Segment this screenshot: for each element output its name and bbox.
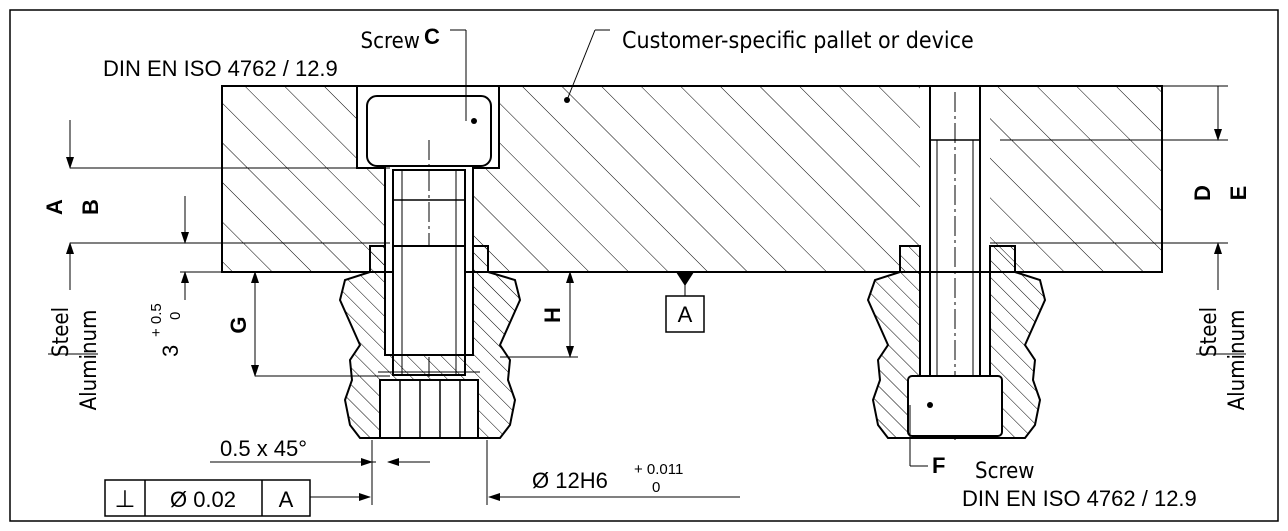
bore-upper-tol: + 0.011 xyxy=(634,461,683,478)
drawing-frame xyxy=(9,9,1279,522)
screw-f-letter: F xyxy=(932,453,945,478)
screw-c-word: Screw xyxy=(361,29,420,54)
tolerance-value: Ø 0.02 xyxy=(170,487,236,512)
perpendicularity-symbol: ⊥ xyxy=(115,486,136,513)
datum-triangle xyxy=(676,272,694,286)
bore-diameter: Ø 12H6 xyxy=(532,468,608,493)
datum-box xyxy=(665,295,705,333)
dim-a: A xyxy=(42,199,67,215)
screw-f-standard: DIN EN ISO 4762 / 12.9 xyxy=(962,486,1197,511)
bore-lower-tol: 0 xyxy=(652,479,660,496)
material-left-top: Steel xyxy=(49,307,74,357)
dim-h: H xyxy=(540,307,565,323)
customer-pallet-label: Customer-specific pallet or device xyxy=(622,28,974,54)
dim-g: G xyxy=(226,316,251,333)
dim-b: B xyxy=(78,199,103,215)
screw-c-letter: C xyxy=(424,24,440,49)
depth-upper-tol: + 0.5 xyxy=(148,303,165,337)
material-right-bottom: Aluminum xyxy=(1225,310,1250,411)
depth-lower-tol: 0 xyxy=(167,312,184,320)
tolerance-frame: ⊥ Ø 0.02 A xyxy=(104,479,311,517)
screw-f-word: Screw xyxy=(975,459,1034,484)
clamping-pin-left xyxy=(338,245,522,439)
material-left-bottom: Aluminum xyxy=(77,310,102,411)
depth-base: 3 xyxy=(158,345,183,357)
clamping-pin-right xyxy=(866,245,1047,439)
pallet-plate xyxy=(221,85,1163,273)
screw-c-standard: DIN EN ISO 4762 / 12.9 xyxy=(103,56,338,81)
dim-e: E xyxy=(1226,186,1251,201)
chamfer-label: 0.5 x 45° xyxy=(220,436,307,461)
dimension-lines xyxy=(48,29,1246,505)
dim-d: D xyxy=(1190,185,1215,201)
tolerance-datum: A xyxy=(279,487,294,512)
datum-a-label: A xyxy=(678,302,693,327)
material-right-top: Steel xyxy=(1197,307,1222,357)
